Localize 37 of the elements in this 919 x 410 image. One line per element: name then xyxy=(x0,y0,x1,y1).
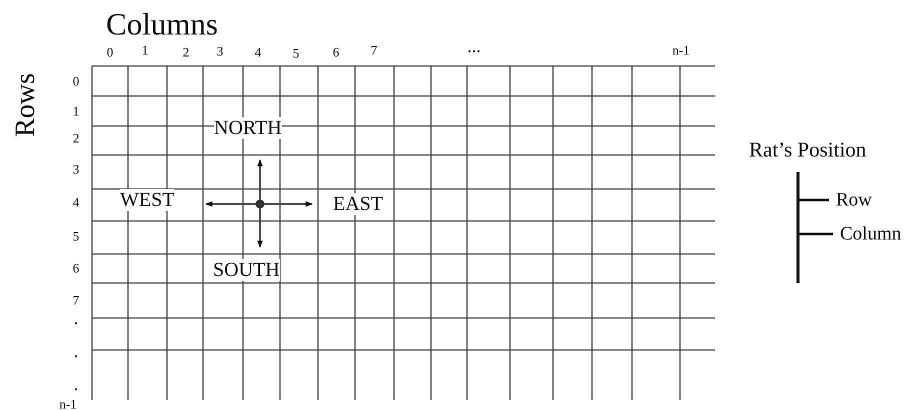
position-dot xyxy=(256,200,264,208)
column-number: 1 xyxy=(142,44,148,56)
ellipsis: . xyxy=(74,342,78,360)
tree-trunk xyxy=(796,172,800,283)
ellipsis: . xyxy=(74,309,78,327)
row-number: 4 xyxy=(72,196,80,208)
direction-label: WEST xyxy=(120,189,174,211)
ellipsis: . xyxy=(74,375,78,393)
row-number: 2 xyxy=(72,132,80,144)
direction-label: EAST xyxy=(333,193,383,215)
column-number: 7 xyxy=(370,44,378,56)
column-number: 0 xyxy=(106,46,114,58)
arrow xyxy=(257,159,263,200)
row-number: n-1 xyxy=(59,398,77,410)
tree-heading: Rat’s Position xyxy=(749,140,866,160)
axis-title: Columns xyxy=(106,8,218,40)
row-number: 5 xyxy=(72,230,80,242)
row-number: 7 xyxy=(72,294,80,306)
column-number: 3 xyxy=(216,44,224,58)
tree-item: Column xyxy=(840,224,902,244)
arrow xyxy=(257,208,263,248)
column-number: 4 xyxy=(254,46,262,58)
row-number: 3 xyxy=(72,162,80,176)
arrow xyxy=(264,201,313,207)
tree-item: Row xyxy=(836,190,872,210)
arrow xyxy=(205,201,256,207)
row-number: 6 xyxy=(72,262,80,274)
column-number: 6 xyxy=(332,46,340,58)
row-number: 0 xyxy=(72,74,80,88)
column-number: 5 xyxy=(292,46,300,60)
column-number: 2 xyxy=(182,46,190,58)
direction-label: SOUTH xyxy=(213,259,280,281)
ellipsis: ... xyxy=(467,37,481,55)
row-number: 1 xyxy=(72,104,80,118)
axis-title: Rows xyxy=(12,73,40,137)
column-number: n-1 xyxy=(672,44,690,56)
direction-label: NORTH xyxy=(214,117,282,139)
